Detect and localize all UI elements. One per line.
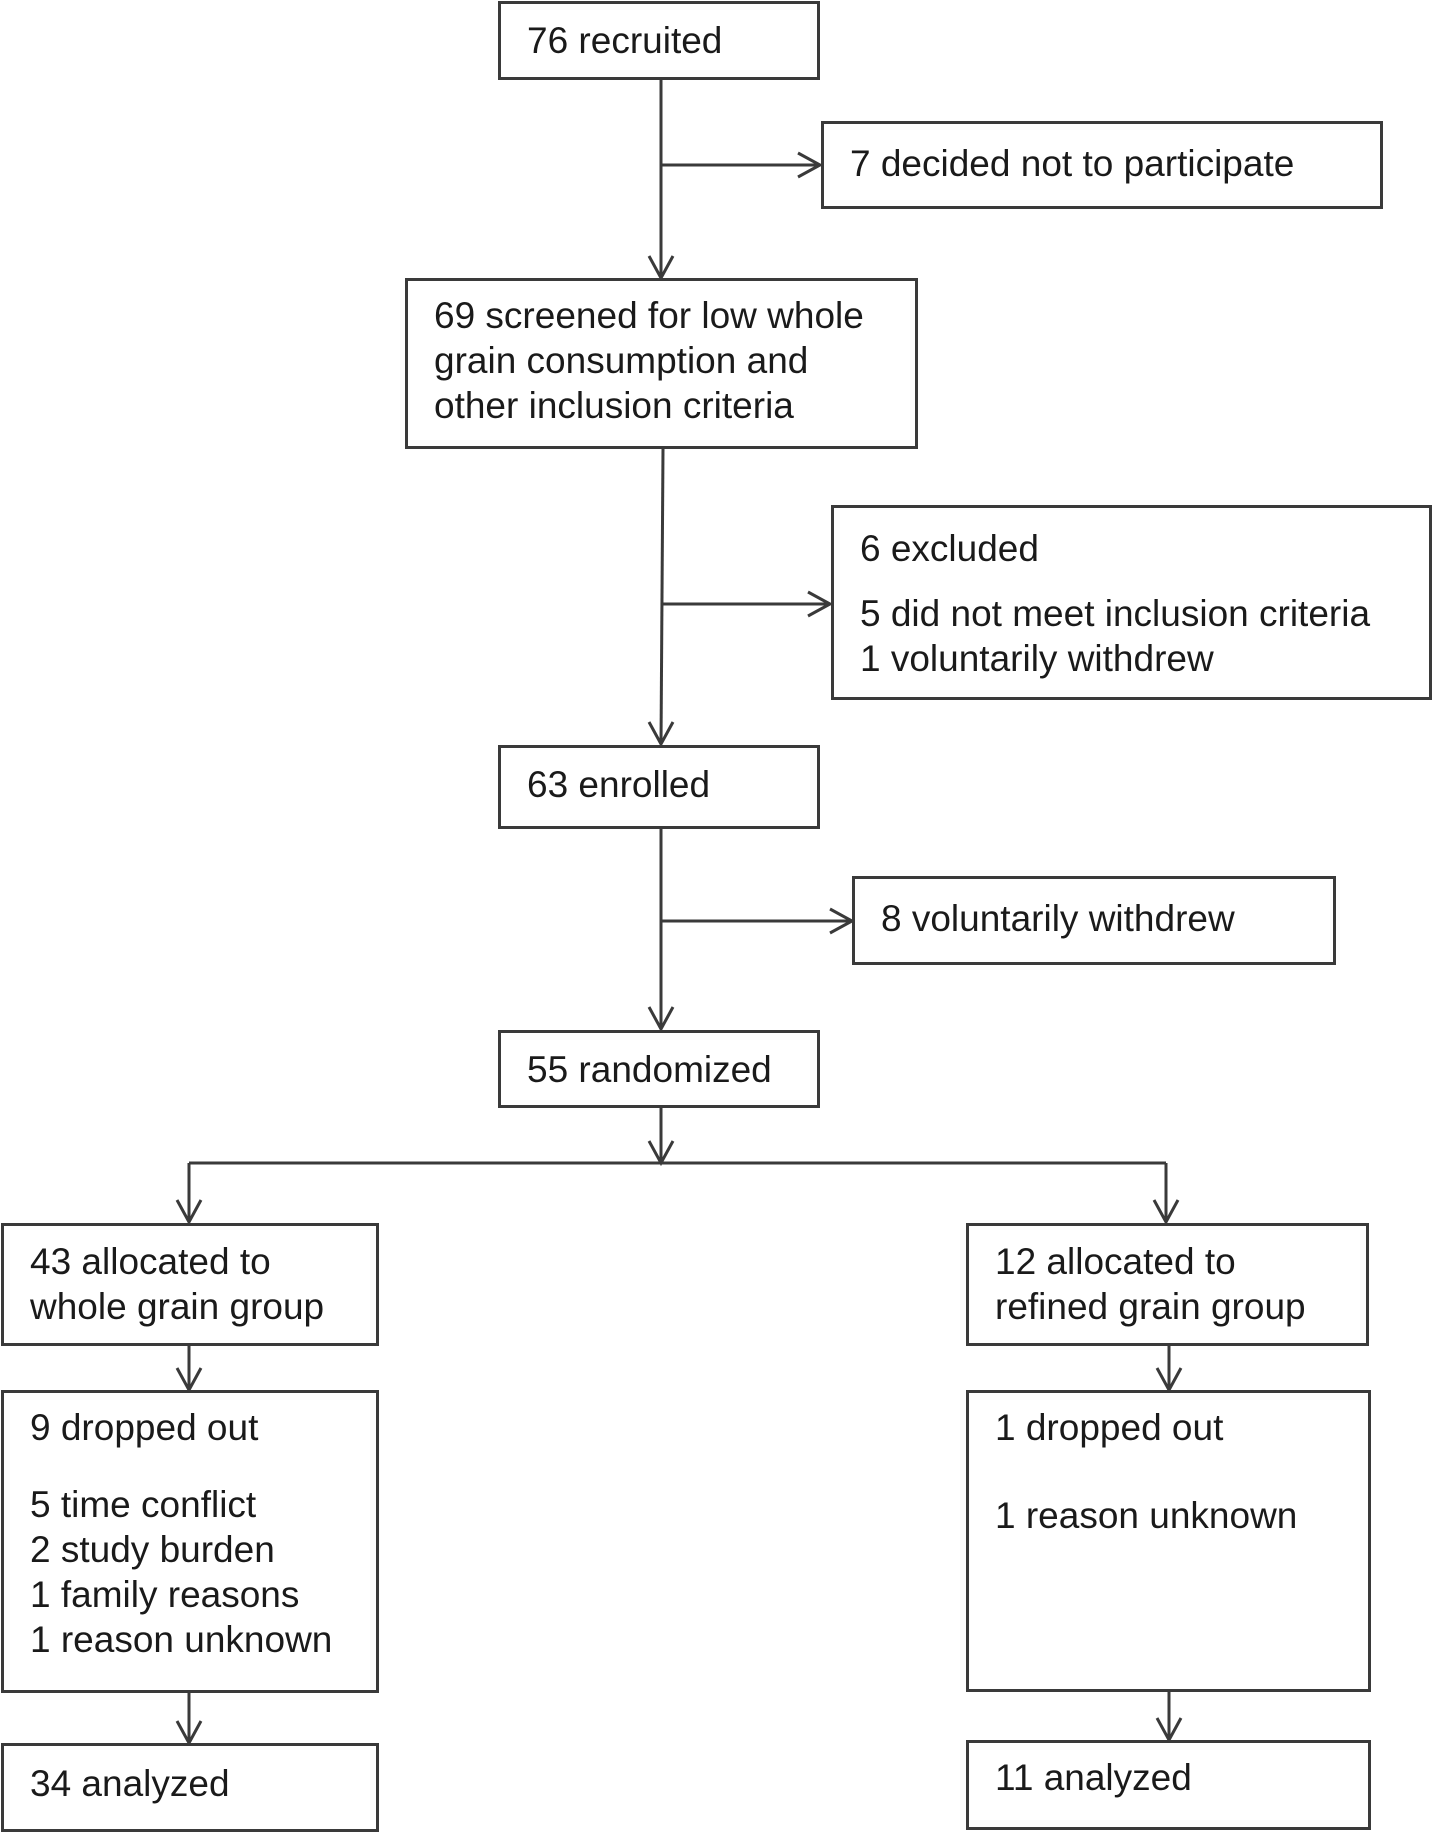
refined-grain-dropped-box: 1 dropped out 1 reason unknown [966,1390,1371,1692]
screened-text-line-2: grain consumption and [434,340,809,381]
arrowhead-to-enrolled [647,721,675,748]
whole-grain-dropped-reason: 5 time conflict [30,1484,257,1525]
recruited-box: 76 recruited [498,1,820,80]
whole-grain-allocated-box: 43 allocated to whole grain group [1,1223,379,1346]
whole-grain-dropped-reason: 2 study burden [30,1529,275,1570]
refined-grain-analyzed-text: 11 analyzed [995,1757,1192,1798]
randomized-text: 55 randomized [527,1049,772,1090]
refined-grain-analyzed-box: 11 analyzed [966,1740,1371,1830]
excluded-reason: 5 did not meet inclusion criteria [860,593,1371,634]
whole-grain-dropped-heading: 9 dropped out [30,1407,259,1448]
randomized-box: 55 randomized [498,1030,820,1108]
declined-box: 7 decided not to participate [821,121,1383,209]
whole-grain-analyzed-box: 34 analyzed [1,1743,379,1832]
whole-grain-analyzed-text: 34 analyzed [30,1763,230,1804]
whole-grain-dropped-reason: 1 family reasons [30,1574,300,1615]
refined-grain-allocated-line-2: refined grain group [995,1286,1306,1327]
screened-text-line-3: other inclusion criteria [434,385,794,426]
screened-box: 69 screened for low whole grain consumpt… [405,278,918,449]
arrowhead-to-refined-grain [1152,1199,1180,1226]
arrowhead-to-declined [797,151,824,179]
whole-grain-dropped-reason: 1 reason unknown [30,1619,333,1660]
excluded-box: 6 excluded 5 did not meet inclusion crit… [831,505,1432,700]
refined-grain-dropped-reason: 1 reason unknown [995,1495,1298,1536]
refined-grain-dropped-heading: 1 dropped out [995,1407,1224,1448]
arrowhead-to-randomized [647,1006,675,1033]
whole-grain-dropped-box: 9 dropped out 5 time conflict 2 study bu… [1,1390,379,1693]
screened-text-line-1: 69 screened for low whole [434,295,864,336]
connector-screened-enrolled [659,448,665,745]
whole-grain-allocated-line-1: 43 allocated to [30,1241,271,1282]
refined-grain-allocated-line-1: 12 allocated to [995,1241,1236,1282]
declined-text: 7 decided not to participate [850,143,1295,184]
enrolled-box: 63 enrolled [498,745,820,829]
withdrew-text: 8 voluntarily withdrew [881,898,1235,939]
arrowhead-to-whole-grain [175,1199,203,1226]
refined-grain-allocated-box: 12 allocated to refined grain group [966,1223,1369,1346]
excluded-heading: 6 excluded [860,528,1039,569]
excluded-reason: 1 voluntarily withdrew [860,638,1214,679]
arrowhead-to-excluded [807,590,834,618]
whole-grain-allocated-line-2: whole grain group [30,1286,325,1327]
withdrew-box: 8 voluntarily withdrew [852,876,1336,965]
enrolled-text: 63 enrolled [527,764,711,805]
recruited-text: 76 recruited [527,20,723,61]
